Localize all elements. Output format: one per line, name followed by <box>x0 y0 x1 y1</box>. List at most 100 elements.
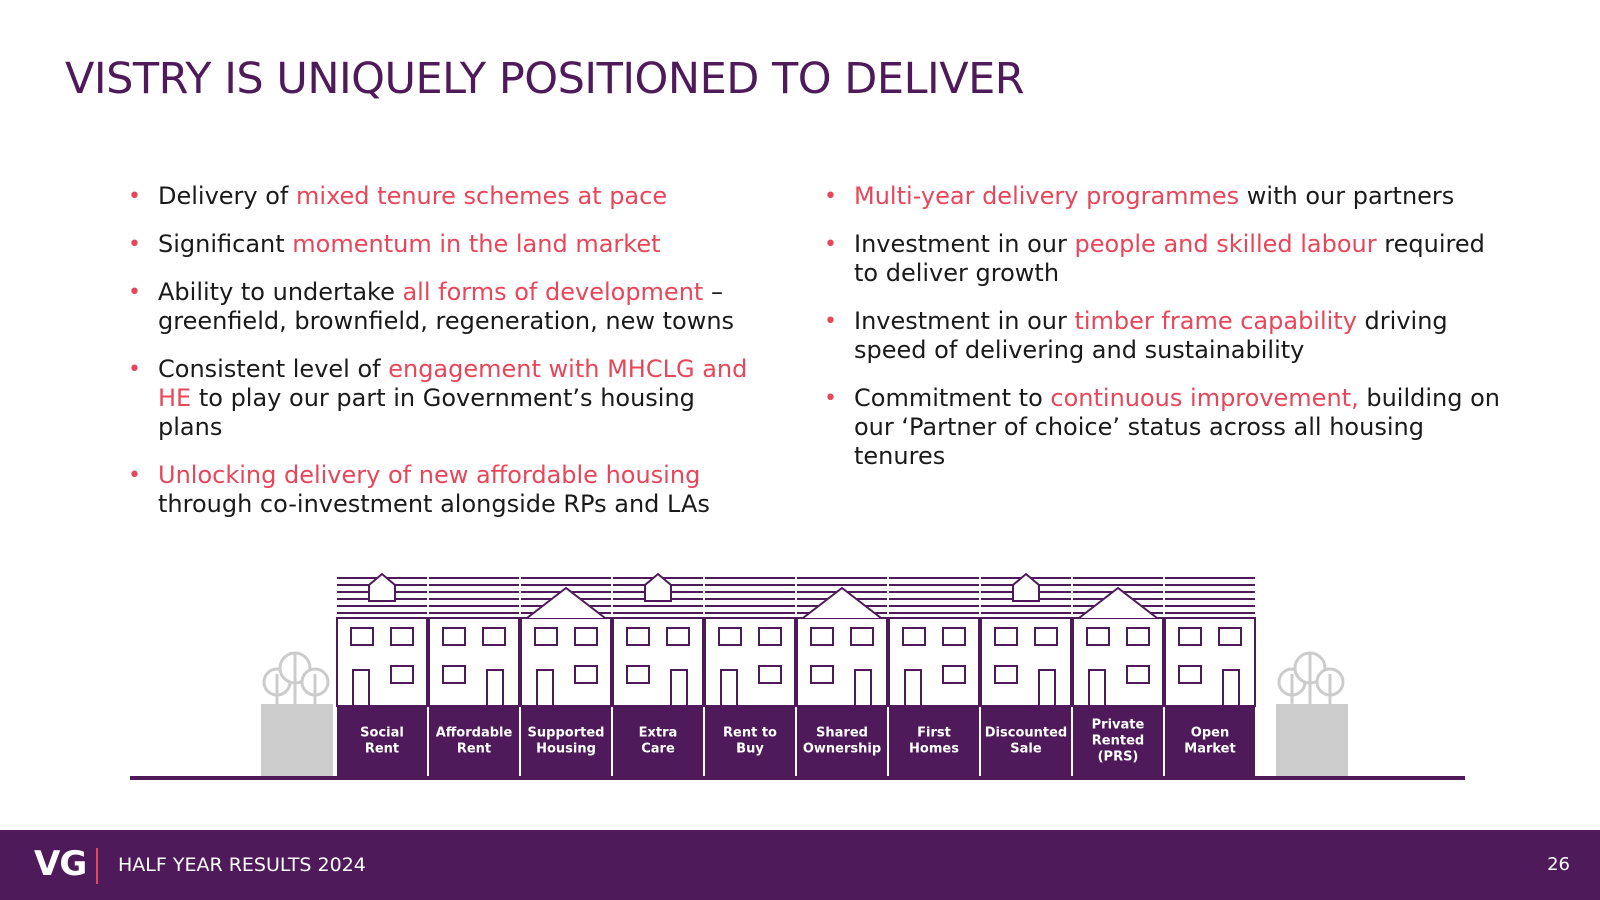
tenure-label: Extra <box>639 726 678 741</box>
window <box>810 665 834 684</box>
window <box>1218 627 1242 646</box>
tenure-label: Discounted <box>985 726 1067 741</box>
bullet-highlight: Multi-year delivery programmes <box>854 182 1240 210</box>
tenure-label: Affordable <box>436 726 513 741</box>
footer-text: HALF YEAR RESULTS 2024 <box>118 854 366 876</box>
roof-gable <box>802 586 882 619</box>
tenure-label-band <box>889 706 979 776</box>
bullet-highlight: momentum in the land market <box>292 230 661 258</box>
tenure-label-band <box>429 706 519 776</box>
window <box>1126 665 1150 684</box>
bullet-highlight: people and skilled labour <box>1074 230 1377 258</box>
door <box>486 669 504 707</box>
bullet-highlight: mixed tenure schemes at pace <box>296 182 668 210</box>
window <box>482 627 506 646</box>
tenure-label: Social <box>360 726 404 741</box>
tenure-label: Sale <box>1010 742 1042 757</box>
door <box>854 669 872 707</box>
right-bullet-list: Multi-year delivery programmes with our … <box>822 182 1502 490</box>
tenure-label: Rented <box>1092 734 1144 749</box>
door <box>536 669 554 707</box>
bullet-text: to play our part in Government’s housing… <box>158 384 695 441</box>
bullet-item: Delivery of mixed tenure schemes at pace <box>126 182 766 211</box>
bullet-text: Consistent level of <box>158 355 389 383</box>
roof-dormer <box>1012 572 1040 602</box>
tree-icon <box>261 651 333 776</box>
tenure-label: Housing <box>536 742 596 757</box>
window <box>626 627 650 646</box>
bullet-text: driving speed of delivering and sustaina… <box>854 307 1448 364</box>
window <box>758 627 782 646</box>
footer-divider <box>96 848 98 884</box>
window <box>574 665 598 684</box>
left-bullet-list: Delivery of mixed tenure schemes at pace… <box>126 182 766 538</box>
bullet-item: Unlocking delivery of new affordable hou… <box>126 461 766 519</box>
window <box>350 627 374 646</box>
tenure-label: Rent <box>457 742 491 757</box>
window <box>390 665 414 684</box>
bullet-highlight: timber frame capability <box>1074 307 1357 335</box>
footer-bar: VG HALF YEAR RESULTS 2024 26 <box>0 830 1600 900</box>
window <box>574 627 598 646</box>
tenure-label-band <box>613 706 703 776</box>
door <box>720 669 738 707</box>
tenure-label-band <box>705 706 795 776</box>
window <box>942 665 966 684</box>
window <box>666 627 690 646</box>
bullet-item: Ability to undertake all forms of develo… <box>126 278 766 336</box>
bullet-text: with our partners <box>1239 182 1455 210</box>
window <box>1034 627 1058 646</box>
bullet-item: Investment in our people and skilled lab… <box>822 230 1502 288</box>
bullet-text: Investment in our <box>854 307 1075 335</box>
window <box>534 627 558 646</box>
tenure-label-band <box>337 706 427 776</box>
bullet-text: Ability to undertake <box>158 278 403 306</box>
roof-gable <box>526 586 606 619</box>
tenure-label: Buy <box>736 742 764 757</box>
window <box>1126 627 1150 646</box>
tenure-label: Ownership <box>803 742 881 757</box>
window <box>1178 665 1202 684</box>
bullet-text: building on our ‘Partner of choice’ stat… <box>854 384 1500 470</box>
bullet-highlight: all forms of development <box>402 278 704 306</box>
tenure-label: Open <box>1191 726 1229 741</box>
tenure-label-band <box>1073 706 1163 776</box>
roof-dormer <box>644 572 672 602</box>
tenure-label-band <box>1165 706 1255 776</box>
bullet-text: Investment in our <box>854 230 1075 258</box>
window <box>442 627 466 646</box>
bullet-text: – greenfield, brownfield, regeneration, … <box>158 278 735 335</box>
tenure-label: Supported <box>528 726 605 741</box>
window <box>902 627 926 646</box>
window <box>758 665 782 684</box>
bullet-text: required to deliver growth <box>854 230 1485 287</box>
door <box>1222 669 1240 707</box>
page-number: 26 <box>1547 854 1570 875</box>
window <box>626 665 650 684</box>
tenure-label: Rent to <box>723 726 777 741</box>
tree-icon <box>1276 651 1348 776</box>
window <box>1086 627 1110 646</box>
tenure-label-band <box>981 706 1071 776</box>
tree-base <box>1276 704 1348 776</box>
tree-base <box>261 704 333 776</box>
bullet-highlight: Unlocking delivery of new affordable hou… <box>158 461 701 489</box>
tenure-label-band <box>521 706 611 776</box>
window <box>810 627 834 646</box>
tenure-label: Private <box>1092 718 1145 733</box>
bullet-item: Consistent level of engagement with MHCL… <box>126 355 766 442</box>
bullet-highlight: engagement with MHCLG and HE <box>158 355 748 412</box>
window <box>994 627 1018 646</box>
ground-line <box>130 776 1465 780</box>
door <box>1088 669 1106 707</box>
window <box>942 627 966 646</box>
tenure-label-band <box>797 706 887 776</box>
tenure-label: Shared <box>816 726 868 741</box>
